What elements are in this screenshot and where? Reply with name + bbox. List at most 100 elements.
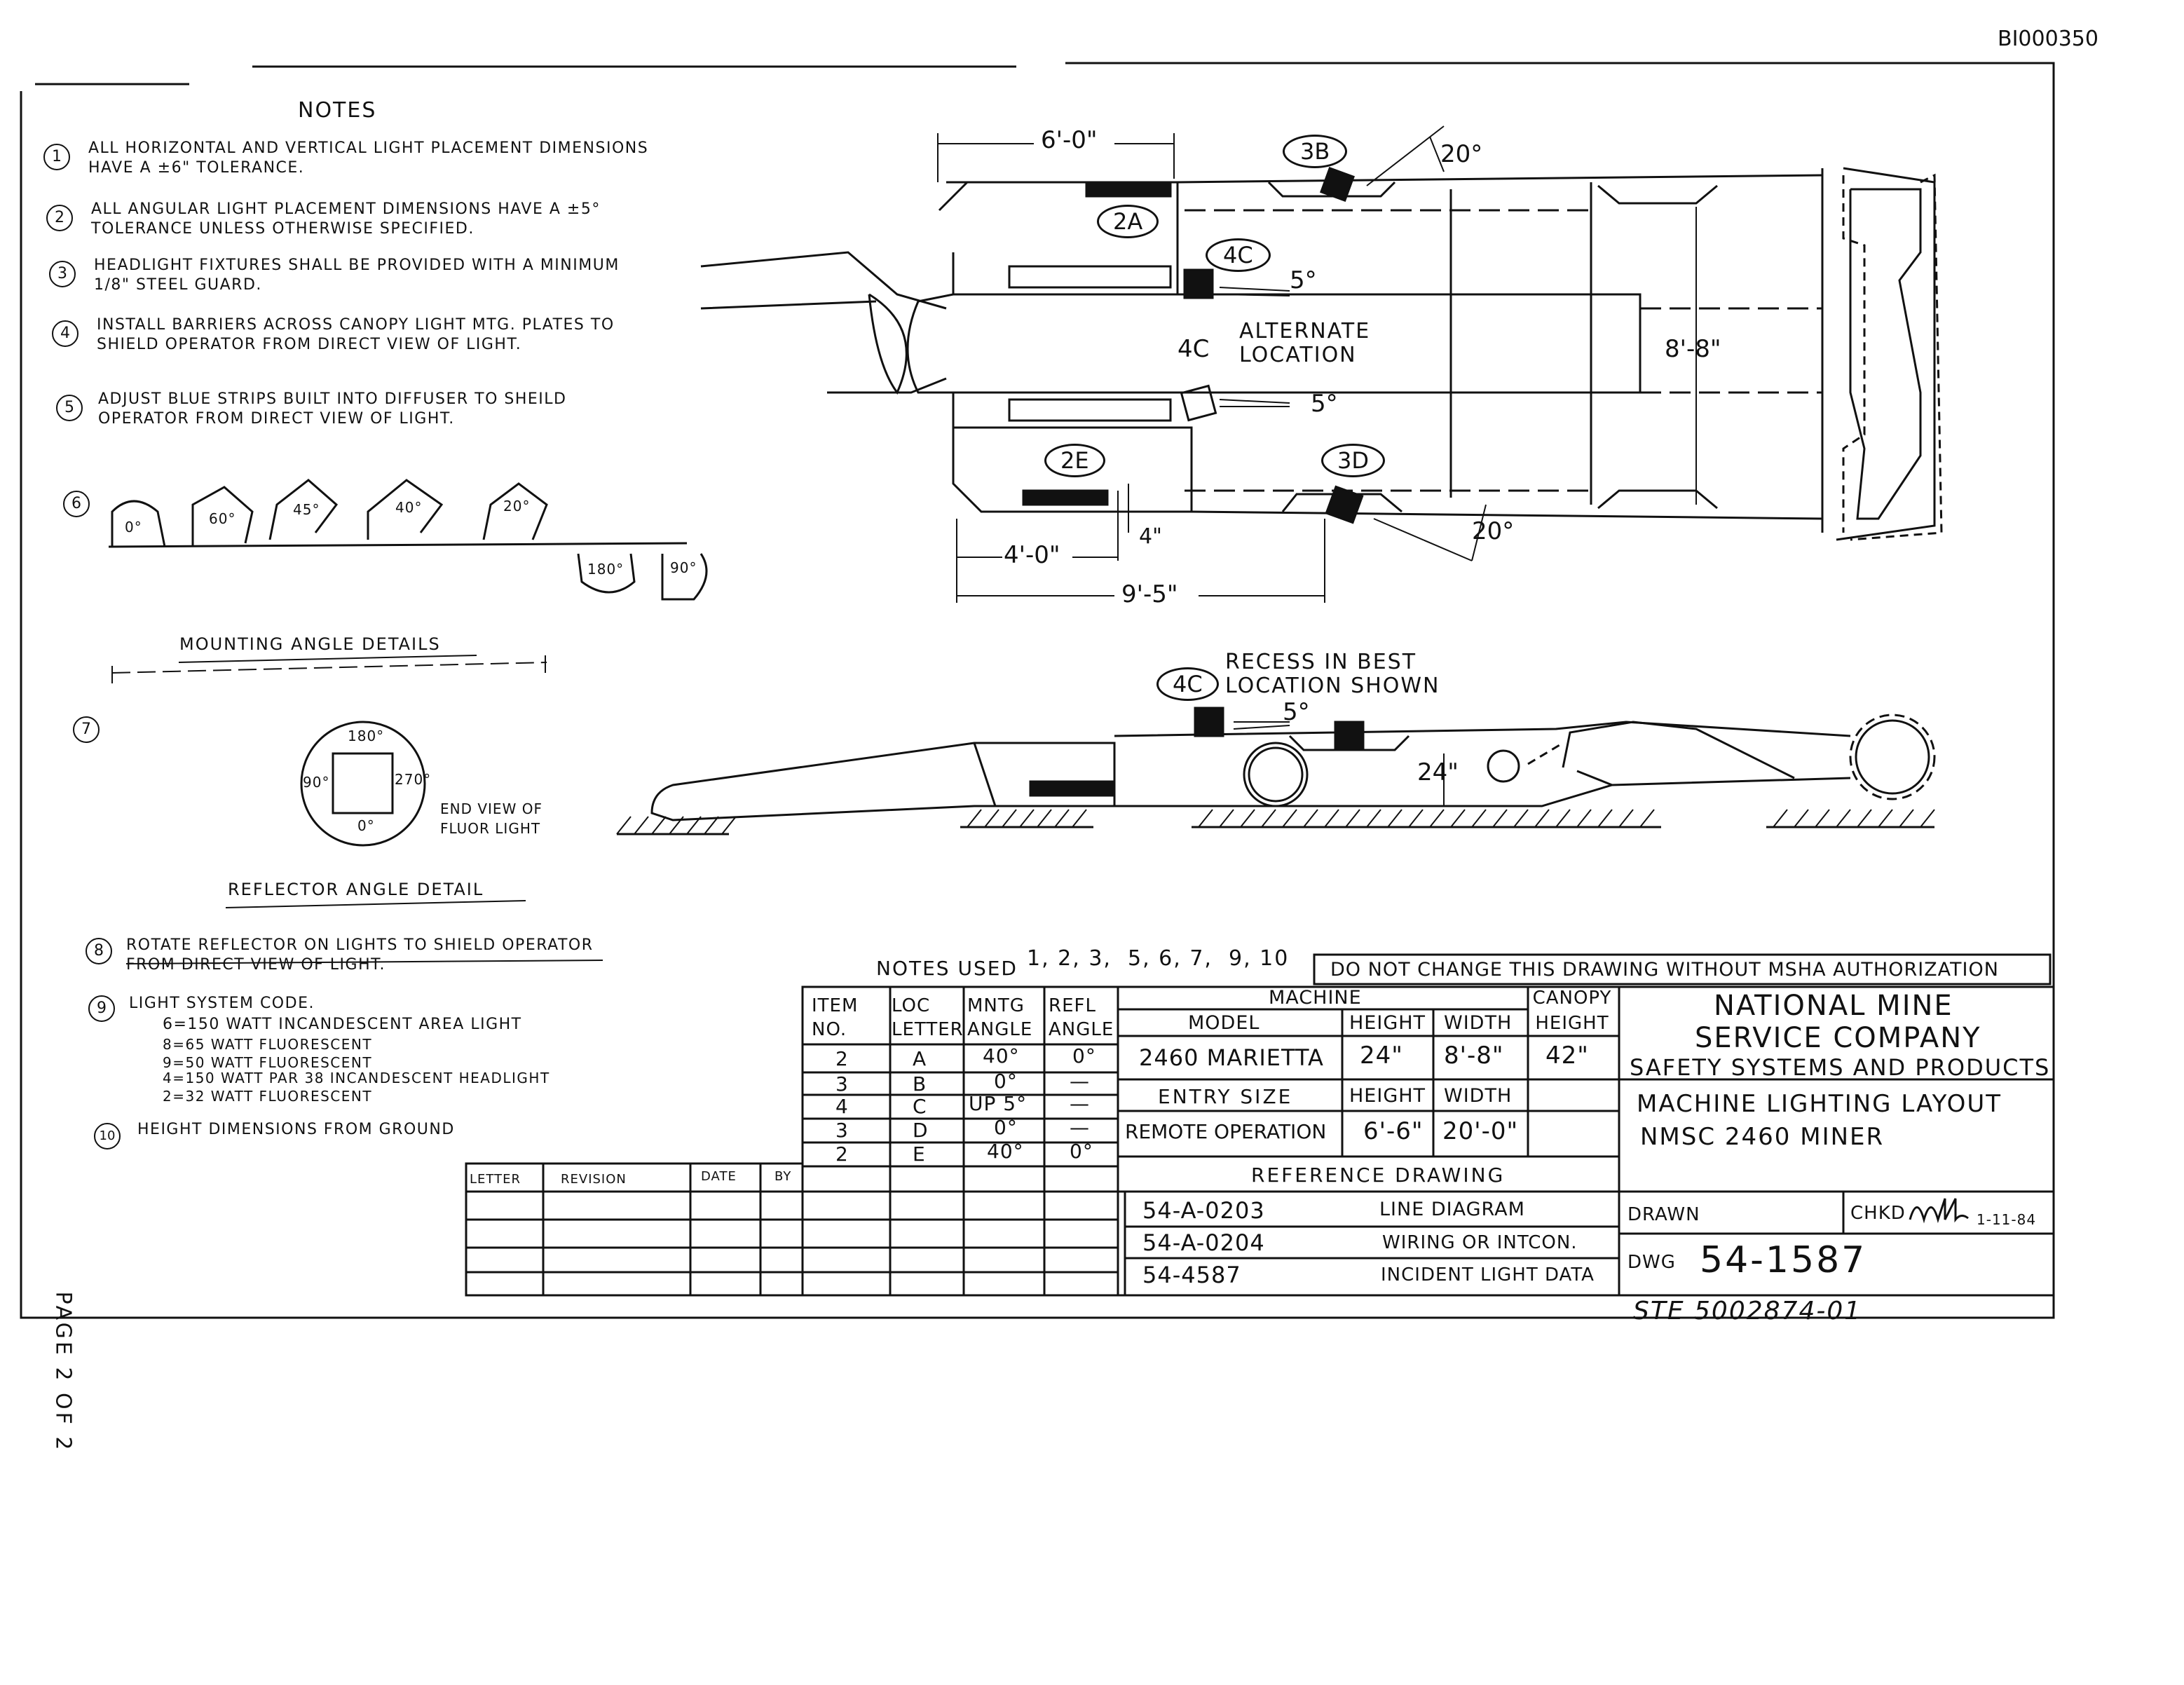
drawing-title-2: NMSC 2460 MINER: [1640, 1123, 1885, 1151]
entry-size-label: ENTRY SIZE: [1158, 1085, 1293, 1108]
table-row-5-item: 2: [835, 1142, 849, 1166]
page-number: PAGE 2 OF 2: [50, 1291, 76, 1453]
notes-title: NOTES: [298, 98, 377, 123]
height-label: HEIGHT: [1349, 1012, 1426, 1034]
mount-angle-0: 0°: [125, 519, 142, 535]
dim-6-0: 6'-0": [1041, 126, 1098, 154]
tag-3d: 3D: [1321, 444, 1385, 477]
dim-4-0: 4'-0": [1004, 541, 1060, 569]
end-view-label: END VIEW OF FLUOR LIGHT: [440, 800, 542, 837]
table-row-4-item: 3: [835, 1119, 849, 1142]
mount-angle-60: 60°: [209, 510, 236, 527]
reference-drawing-title: REFERENCE DRAWING: [1251, 1164, 1506, 1187]
dim-4in: 4": [1139, 524, 1162, 549]
note-number-1: 1: [43, 144, 70, 170]
ref-3-name: INCIDENT LIGHT DATA: [1381, 1264, 1595, 1285]
note-3-text: HEADLIGHT FIXTURES SHALL BE PROVIDED WIT…: [94, 257, 620, 294]
note-number-8: 8: [86, 938, 112, 964]
notes-used-value: 1, 2, 3, 5, 6, 7, 9, 10: [1027, 946, 1290, 971]
drawn-label: DRAWN: [1627, 1204, 1700, 1225]
note-8-text: ROTATE REFLECTOR ON LIGHTS TO SHIELD OPE…: [126, 936, 594, 974]
width-label: WIDTH: [1444, 1012, 1513, 1034]
ref-1-name: LINE DIAGRAM: [1379, 1199, 1525, 1220]
reflector-angle-270: 270°: [395, 771, 432, 788]
table-row-3-mntg: UP 5°: [969, 1092, 1028, 1115]
note-number-7: 7: [73, 716, 100, 743]
header-item-no: ITEM NO.: [812, 995, 859, 1040]
document-id: BI000350: [1998, 27, 2098, 51]
ref-2-number: 54-A-0204: [1142, 1229, 1265, 1256]
angle-20-bottom: 20°: [1472, 517, 1515, 545]
signature-mark: [1909, 1198, 1969, 1224]
note-2-text: ALL ANGULAR LIGHT PLACEMENT DIMENSIONS H…: [91, 200, 601, 238]
angle-5-a: 5°: [1290, 266, 1317, 294]
recess-label: RECESS IN BEST LOCATION SHOWN: [1225, 650, 1440, 698]
entry-height: 6'-6": [1363, 1117, 1424, 1145]
light-code-4: 4=150 WATT PAR 38 INCANDESCENT HEADLIGHT: [163, 1070, 550, 1086]
note-number-2: 2: [46, 205, 73, 231]
drawing-border: [20, 62, 2055, 1319]
tag-4c-side: 4C: [1156, 667, 1219, 701]
side-view-outline: [617, 714, 1936, 835]
note-9-text: LIGHT SYSTEM CODE.: [129, 995, 315, 1012]
machine-canopy: 42": [1545, 1042, 1589, 1070]
tag-3b: 3B: [1283, 135, 1348, 168]
light-code-2: 2=32 WATT FLUORESCENT: [163, 1088, 373, 1105]
dwg-label: DWG: [1627, 1252, 1676, 1273]
machine-title: MACHINE: [1269, 987, 1362, 1009]
dim-9-5: 9'-5": [1121, 580, 1178, 608]
chkd-label: CHKD: [1850, 1203, 1906, 1224]
drawing-title-1: MACHINE LIGHTING LAYOUT: [1637, 1090, 2002, 1118]
ste-number: STE 5002874-01: [1633, 1297, 1862, 1325]
light-code-6: 6=150 WATT INCANDESCENT AREA LIGHT: [163, 1016, 522, 1033]
reflector-angle-label: REFLECTOR ANGLE DETAIL: [228, 880, 484, 899]
ground-hatching: [616, 809, 1935, 835]
note-number-9: 9: [88, 995, 115, 1022]
reflector-angle-90: 90°: [303, 774, 330, 791]
light-code-8: 8=65 WATT FLUORESCENT: [163, 1036, 373, 1053]
tag-2e: 2E: [1044, 444, 1105, 477]
msha-warning: DO NOT CHANGE THIS DRAWING WITHOUT MSHA …: [1330, 959, 1999, 981]
mount-angle-20: 20°: [503, 498, 531, 514]
rev-header-by: BY: [774, 1169, 792, 1184]
entry-height-label: HEIGHT: [1349, 1085, 1426, 1107]
mount-angle-90: 90°: [670, 559, 697, 576]
table-row-5-loc: E: [913, 1142, 926, 1166]
plan-view-outline: [700, 167, 1943, 541]
note-number-5: 5: [56, 395, 83, 421]
table-row-4-loc: D: [913, 1119, 929, 1142]
table-row-2-item: 3: [835, 1072, 849, 1096]
note-number-3: 3: [49, 261, 76, 287]
chkd-date: 1-11-84: [1977, 1211, 2037, 1228]
tag-4c-alternate: 4C: [1178, 335, 1210, 363]
rev-header-letter: LETTER: [470, 1172, 521, 1187]
angle-5-c: 5°: [1283, 698, 1310, 726]
company-line-3: SAFETY SYSTEMS AND PRODUCTS: [1630, 1054, 2051, 1081]
ref-1-number: 54-A-0203: [1142, 1197, 1265, 1224]
table-row-1-mntg: 40°: [983, 1044, 1020, 1067]
chkd-signature: [1906, 1192, 1970, 1234]
note-number-4: 4: [52, 320, 79, 347]
mount-angle-45: 45°: [293, 501, 320, 518]
table-row-2-refl: —: [1070, 1070, 1090, 1093]
mounting-angle-sketches: [108, 479, 708, 683]
light-code-9: 9=50 WATT FLUORESCENT: [163, 1054, 373, 1071]
canopy-height-label: CANOPY HEIGHT: [1532, 988, 1612, 1034]
header-mntg-angle: MNTG ANGLE: [967, 995, 1033, 1040]
dim-24in: 24": [1417, 758, 1459, 786]
alternate-location-label: ALTERNATE LOCATION: [1239, 319, 1371, 367]
tag-2a: 2A: [1097, 205, 1159, 238]
table-row-1-refl: 0°: [1072, 1044, 1096, 1067]
dim-8-8: 8'-8": [1665, 335, 1721, 363]
reflector-angle-0: 0°: [357, 817, 375, 834]
mount-angle-40: 40°: [395, 499, 423, 516]
table-row-1-item: 2: [835, 1047, 849, 1070]
mount-angle-180: 180°: [587, 561, 625, 578]
dwg-number: 54-1587: [1700, 1239, 1867, 1281]
table-row-2-mntg: 0°: [994, 1070, 1018, 1093]
table-row-2-loc: B: [913, 1072, 927, 1096]
table-row-3-refl: —: [1070, 1092, 1090, 1115]
table-row-1-loc: A: [913, 1047, 927, 1070]
angle-5-b: 5°: [1311, 390, 1338, 418]
